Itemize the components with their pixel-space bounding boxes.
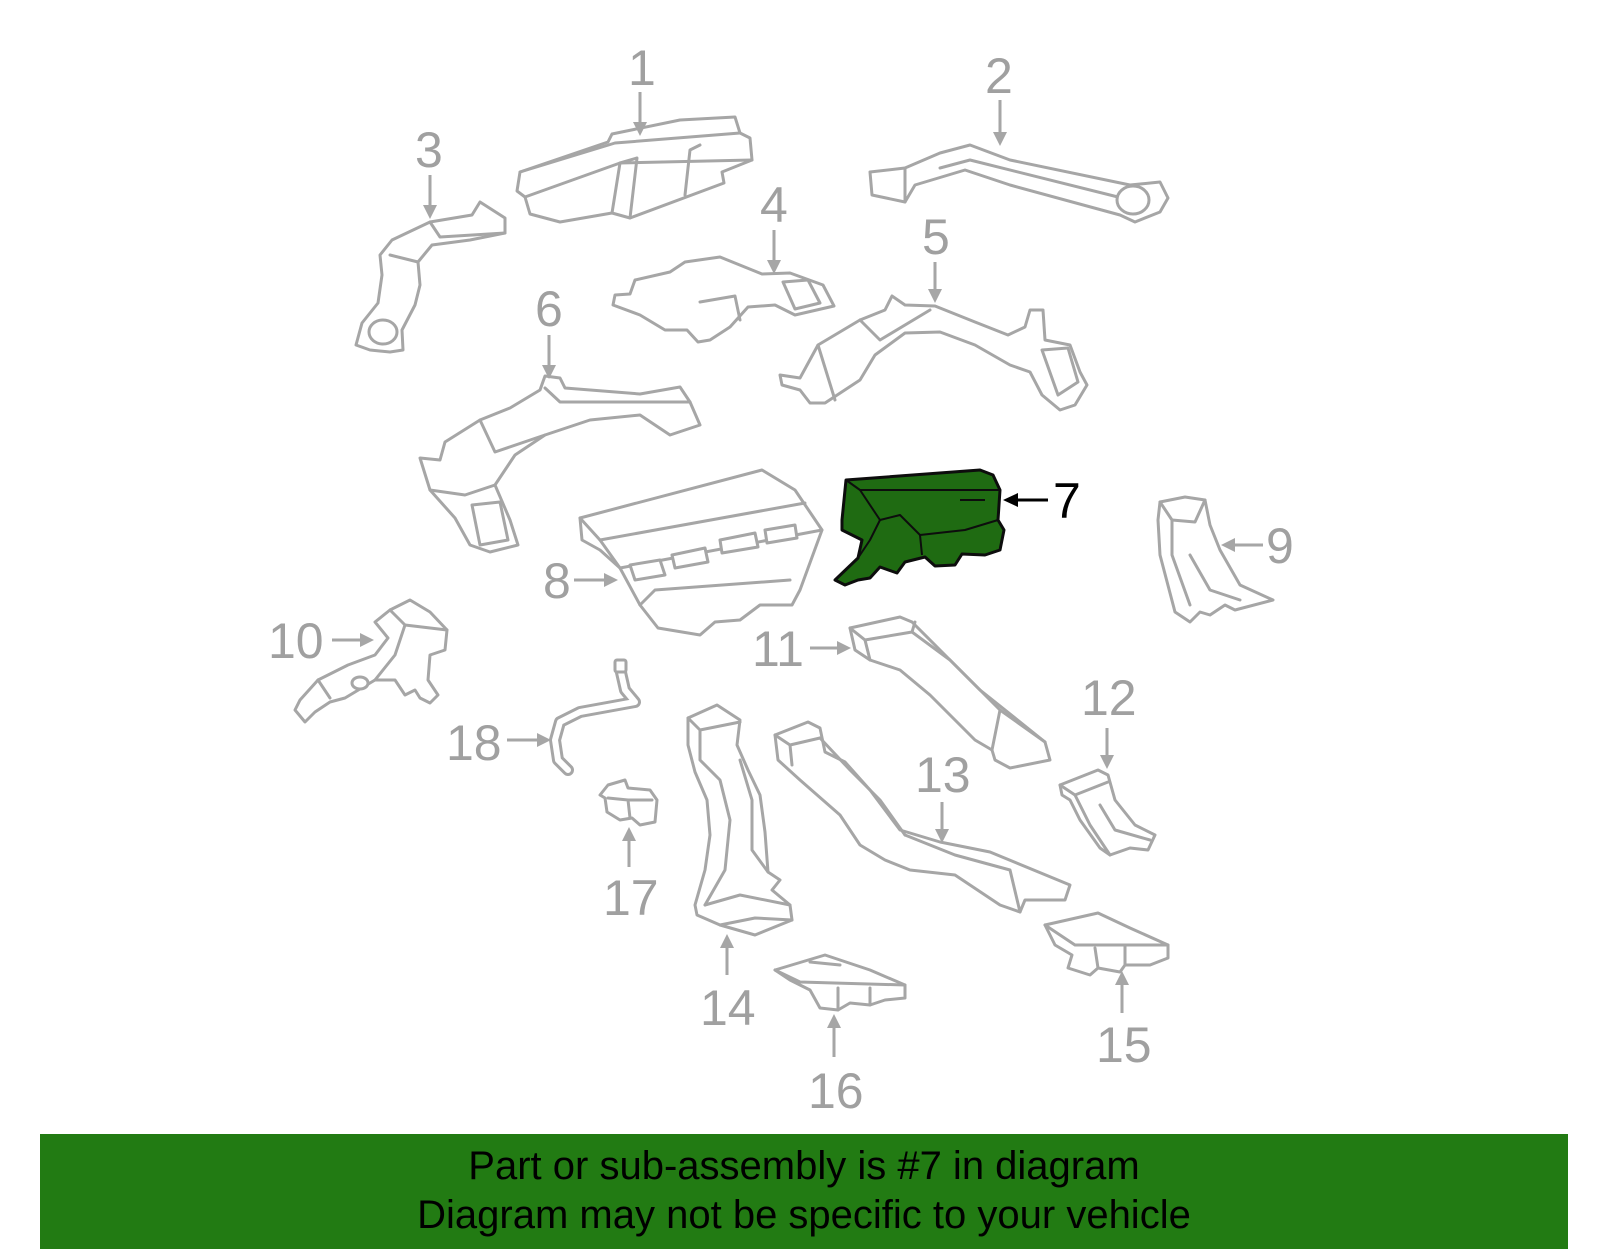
callout-label-8: 8	[543, 553, 571, 609]
callout-label-3: 3	[415, 122, 443, 178]
callout-16	[827, 1014, 841, 1057]
callout-label-10: 10	[268, 613, 324, 669]
callout-label-18: 18	[446, 715, 502, 771]
banner-line-2: Diagram may not be specific to your vehi…	[417, 1193, 1191, 1237]
part-9-duct[interactable]	[1156, 495, 1275, 624]
callout-10	[332, 633, 374, 647]
part-1-duct[interactable]	[515, 115, 754, 224]
callout-1	[633, 92, 647, 136]
callout-label-11: 11	[752, 621, 804, 677]
callout-label-4: 4	[760, 177, 788, 233]
callout-12	[1100, 728, 1114, 769]
part-7-duct-highlighted[interactable]	[833, 468, 1006, 587]
part-6-duct[interactable]	[418, 374, 702, 554]
callout-label-16: 16	[808, 1063, 864, 1119]
parts-diagram: 1 2 3 4 5 6 7 8 9 10 11 12 13	[268, 40, 1294, 1119]
part-14-duct[interactable]	[686, 703, 794, 937]
callout-9	[1221, 538, 1263, 552]
callout-6	[542, 335, 556, 379]
part-5-duct[interactable]	[778, 294, 1089, 412]
part-3-duct[interactable]	[354, 200, 507, 354]
callout-11	[810, 641, 851, 655]
callout-label-14: 14	[700, 980, 756, 1036]
callout-label-1: 1	[628, 40, 656, 96]
callout-label-7: 7	[1053, 473, 1081, 529]
part-2-duct[interactable]	[868, 143, 1170, 224]
callout-label-9: 9	[1266, 518, 1294, 574]
part-18-hose[interactable]	[549, 658, 641, 776]
part-4-duct[interactable]	[611, 255, 836, 344]
callout-4	[767, 230, 781, 274]
callout-5	[928, 262, 942, 303]
callout-label-15: 15	[1096, 1017, 1152, 1073]
callout-label-13: 13	[915, 747, 971, 803]
part-11-duct[interactable]	[848, 615, 1052, 770]
part-15-duct[interactable]	[1043, 911, 1170, 977]
callout-15	[1115, 971, 1129, 1013]
banner-line-1: Part or sub-assembly is #7 in diagram	[468, 1144, 1140, 1188]
callout-label-12: 12	[1081, 670, 1137, 726]
callout-2	[993, 100, 1007, 146]
part-13-duct[interactable]	[773, 720, 1072, 914]
callout-8	[574, 573, 618, 587]
part-8-duct[interactable]	[578, 468, 824, 637]
part-12-duct[interactable]	[1058, 768, 1157, 857]
info-banner: Part or sub-assembly is #7 in diagram Di…	[40, 1134, 1568, 1249]
callout-17	[622, 827, 636, 867]
callout-13	[935, 802, 949, 843]
part-17-clip[interactable]	[598, 778, 659, 827]
callout-label-17: 17	[603, 870, 659, 926]
part-16-duct[interactable]	[773, 953, 907, 1012]
callout-3	[423, 175, 437, 219]
callout-7	[1003, 493, 1048, 507]
callout-label-5: 5	[922, 209, 950, 265]
callout-14	[720, 934, 734, 975]
part-10-duct[interactable]	[293, 598, 449, 724]
callout-label-6: 6	[535, 281, 563, 337]
callout-label-2: 2	[985, 48, 1013, 104]
callout-18	[507, 733, 551, 747]
